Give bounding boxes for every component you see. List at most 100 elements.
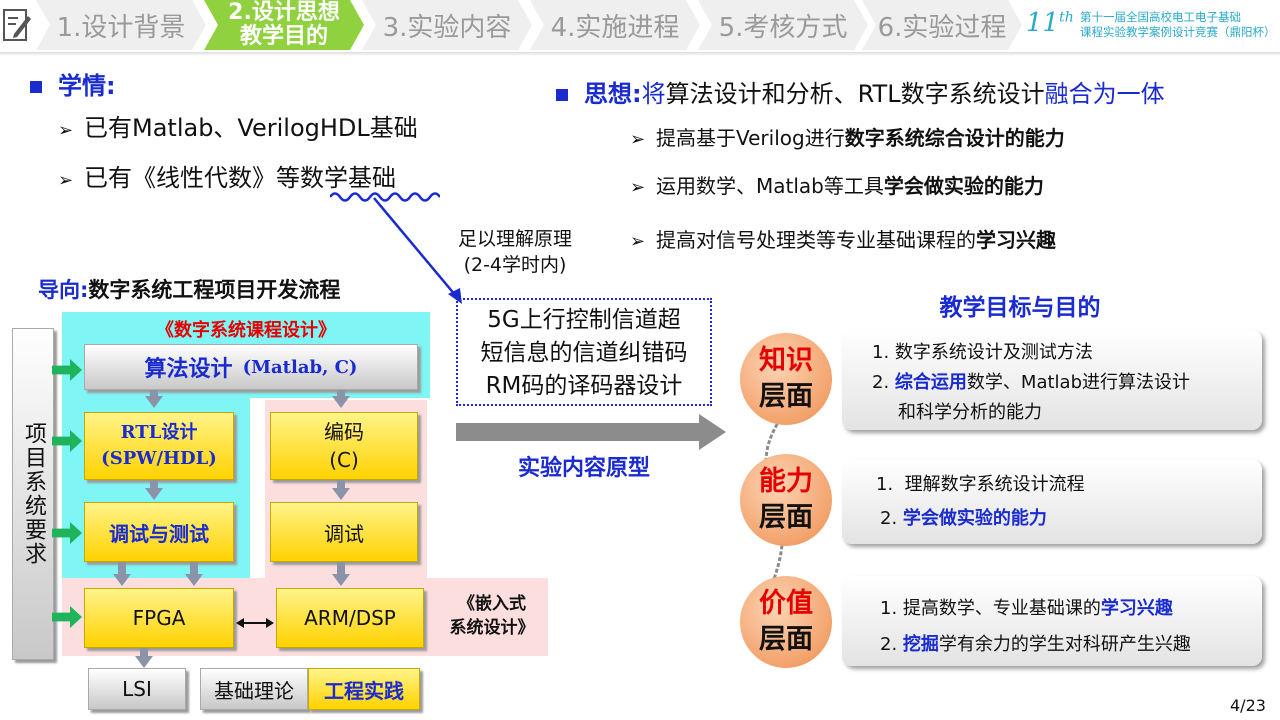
flow-arrow-stem bbox=[118, 562, 126, 574]
down-arrow-icon bbox=[145, 396, 163, 408]
sixiang-item-1: ➢提高基于Verilog进行数字系统综合设计的能力 bbox=[630, 122, 1065, 151]
prototype-box: 5G上行控制信道超 短信息的信道纠错码 RM码的译码器设计 bbox=[456, 298, 712, 406]
prototype-line-2: 短信息的信道纠错码 bbox=[480, 340, 688, 366]
fpga-box: FPGA bbox=[84, 588, 234, 648]
badge-line-2: 层面 bbox=[759, 381, 813, 412]
basic-theory-box: 基础理论 bbox=[200, 668, 308, 710]
daoxiang-label: 导向: bbox=[38, 278, 89, 302]
coding-line-2: (C) bbox=[329, 448, 359, 472]
arrow-bullet-icon: ➢ bbox=[58, 170, 74, 191]
line-num: 1. bbox=[876, 474, 894, 495]
badge-line-1: 能力 bbox=[759, 466, 813, 497]
sixiang-label: 思想: bbox=[584, 80, 642, 108]
down-arrow-icon bbox=[113, 574, 131, 586]
sixiang-item-plain: 提高基于Verilog进行 bbox=[656, 126, 845, 150]
competition-logo-number: 11th bbox=[1026, 8, 1074, 38]
page-number: 4/23 bbox=[1230, 696, 1266, 715]
rtl-design-box: RTL设计 (SPW/HDL) bbox=[84, 412, 234, 480]
tab-design-idea[interactable]: 2.设计思想 教学目的 bbox=[204, 0, 364, 50]
ability-line-1: 1. 理解数字系统设计流程 bbox=[876, 470, 1085, 496]
engineering-practice-box: 工程实践 bbox=[308, 668, 420, 710]
sixiang-post: 融合为一体 bbox=[1044, 80, 1165, 108]
tab-label: 6.实验过程 bbox=[877, 12, 1007, 43]
flow-arrow-stem bbox=[150, 390, 158, 396]
annotation-text: 足以理解原理 (2-4学时内) bbox=[440, 226, 590, 278]
double-arrow-icon bbox=[236, 618, 274, 628]
square-bullet-icon bbox=[30, 81, 42, 93]
tab-implementation-progress[interactable]: 4.实施进程 bbox=[530, 0, 700, 50]
embedded-course-label: 《嵌入式 系统设计》 bbox=[436, 592, 548, 640]
value-panel bbox=[842, 576, 1262, 666]
arrow-bullet-icon: ➢ bbox=[630, 129, 646, 150]
embedded-line-2: 系统设计》 bbox=[449, 618, 535, 638]
arrow-bullet-icon: ➢ bbox=[58, 120, 74, 141]
prototype-caption: 实验内容原型 bbox=[517, 456, 650, 481]
sixiang-item-bold: 学习兴趣 bbox=[976, 228, 1056, 252]
xueqing-item-text: 已有Matlab、VerilogHDL基础 bbox=[84, 114, 418, 142]
prototype-line-3: RM码的译码器设计 bbox=[485, 373, 683, 399]
big-right-arrow-icon bbox=[456, 414, 726, 450]
line-text: 学有余力的学生对科研产生兴趣 bbox=[938, 634, 1191, 655]
knowledge-line-3: 和科学分析的能力 bbox=[898, 398, 1042, 424]
basic-theory-label: 基础理论 bbox=[214, 678, 294, 703]
sixiang-pre: 将 bbox=[641, 80, 666, 108]
line-num: 2. bbox=[880, 508, 898, 529]
sixiang-item-2: ➢运用数学、Matlab等工具学会做实验的能力 bbox=[630, 170, 1044, 199]
algorithm-design-sub: (Matlab, C) bbox=[242, 356, 358, 378]
ability-line-2: 2. 学会做实验的能力 bbox=[880, 504, 1047, 530]
line-num: 1. bbox=[872, 342, 890, 363]
flow-arrow-stem bbox=[150, 480, 158, 488]
flow-arrow-stem bbox=[140, 648, 148, 656]
value-line-1: 1. 提高数学、专业基础课的学习兴趣 bbox=[880, 594, 1173, 620]
tab-label: 2.设计思想 教学目的 bbox=[228, 0, 340, 49]
sixiang-item-3: ➢ 提高对信号处理类等专业基础课程的学习兴趣 bbox=[630, 224, 1056, 253]
line-text: 和科学分析的能力 bbox=[898, 402, 1042, 423]
line-num: 2. bbox=[880, 634, 898, 655]
logo-number: 11 bbox=[1026, 8, 1060, 38]
embedded-line-1: 《嵌入式 bbox=[458, 594, 526, 614]
line-emphasis: 挖掘 bbox=[902, 634, 939, 655]
algorithm-design-label: 算法设计 bbox=[144, 357, 233, 382]
line-text: 数字系统设计及测试方法 bbox=[894, 342, 1093, 363]
sixiang-item-plain: 提高对信号处理类等专业基础课程的 bbox=[656, 228, 976, 252]
value-badge: 价值 层面 bbox=[740, 576, 832, 668]
tab-experiment-content[interactable]: 3.实验内容 bbox=[362, 0, 532, 50]
line-num: 1. bbox=[880, 598, 898, 619]
sixiang-mid: 算法设计和分析、RTL数字系统设计 bbox=[665, 80, 1045, 108]
lsi-box: LSI bbox=[88, 668, 186, 710]
coding-box: 编码 (C) bbox=[270, 412, 418, 480]
flow-arrow-stem bbox=[337, 562, 345, 574]
square-bullet-icon bbox=[556, 89, 568, 101]
arrow-bullet-icon: ➢ bbox=[630, 231, 646, 252]
edit-document-icon bbox=[3, 9, 31, 41]
badge-line-1: 价值 bbox=[759, 588, 813, 619]
arm-dsp-box: ARM/DSP bbox=[276, 588, 424, 648]
down-arrow-icon bbox=[332, 488, 350, 500]
tab-label: 4.实施进程 bbox=[550, 12, 680, 43]
knowledge-line-2: 2. 综合运用数学、Matlab进行算法设计 bbox=[872, 368, 1190, 394]
line-text: 理解数字系统设计流程 bbox=[904, 474, 1085, 495]
system-requirement-text: 项目系统要求 bbox=[21, 422, 46, 566]
tab-label: 5.考核方式 bbox=[718, 12, 848, 43]
knowledge-badge: 知识 层面 bbox=[740, 333, 832, 425]
coding-line-1: 编码 bbox=[324, 420, 364, 444]
tab-experiment-process[interactable]: 6.实验过程 bbox=[862, 0, 1022, 50]
line-emphasis: 学会做实验的能力 bbox=[902, 508, 1047, 529]
value-line-2: 2. 挖掘学有余力的学生对科研产生兴趣 bbox=[880, 630, 1191, 656]
sixiang-heading: 思想:将算法设计和分析、RTL数字系统设计融合为一体 bbox=[556, 74, 1165, 109]
goals-title: 教学目标与目的 bbox=[939, 295, 1101, 321]
rtl-design-line-2: (SPW/HDL) bbox=[101, 448, 217, 469]
line-text: 数学、Matlab进行算法设计 bbox=[966, 372, 1190, 393]
badge-line-1: 知识 bbox=[759, 345, 813, 376]
daoxiang-text: 数字系统工程项目开发流程 bbox=[88, 278, 341, 302]
badge-line-2: 层面 bbox=[759, 624, 813, 655]
competition-logo-text: 第十一届全国高校电工电子基础 课程实验教学案例设计竞赛（鼎阳杯） bbox=[1080, 10, 1280, 40]
debug-label: 调试 bbox=[324, 521, 364, 546]
tab-design-background[interactable]: 1.设计背景 bbox=[36, 0, 206, 50]
tab-assessment[interactable]: 5.考核方式 bbox=[698, 0, 868, 50]
nav-shadow bbox=[0, 52, 1280, 56]
ability-badge: 能力 层面 bbox=[740, 454, 832, 546]
lsi-label: LSI bbox=[122, 677, 152, 701]
debug-test-box: 调试与测试 bbox=[84, 502, 234, 562]
line-text: 提高数学、专业基础课的 bbox=[902, 598, 1101, 619]
